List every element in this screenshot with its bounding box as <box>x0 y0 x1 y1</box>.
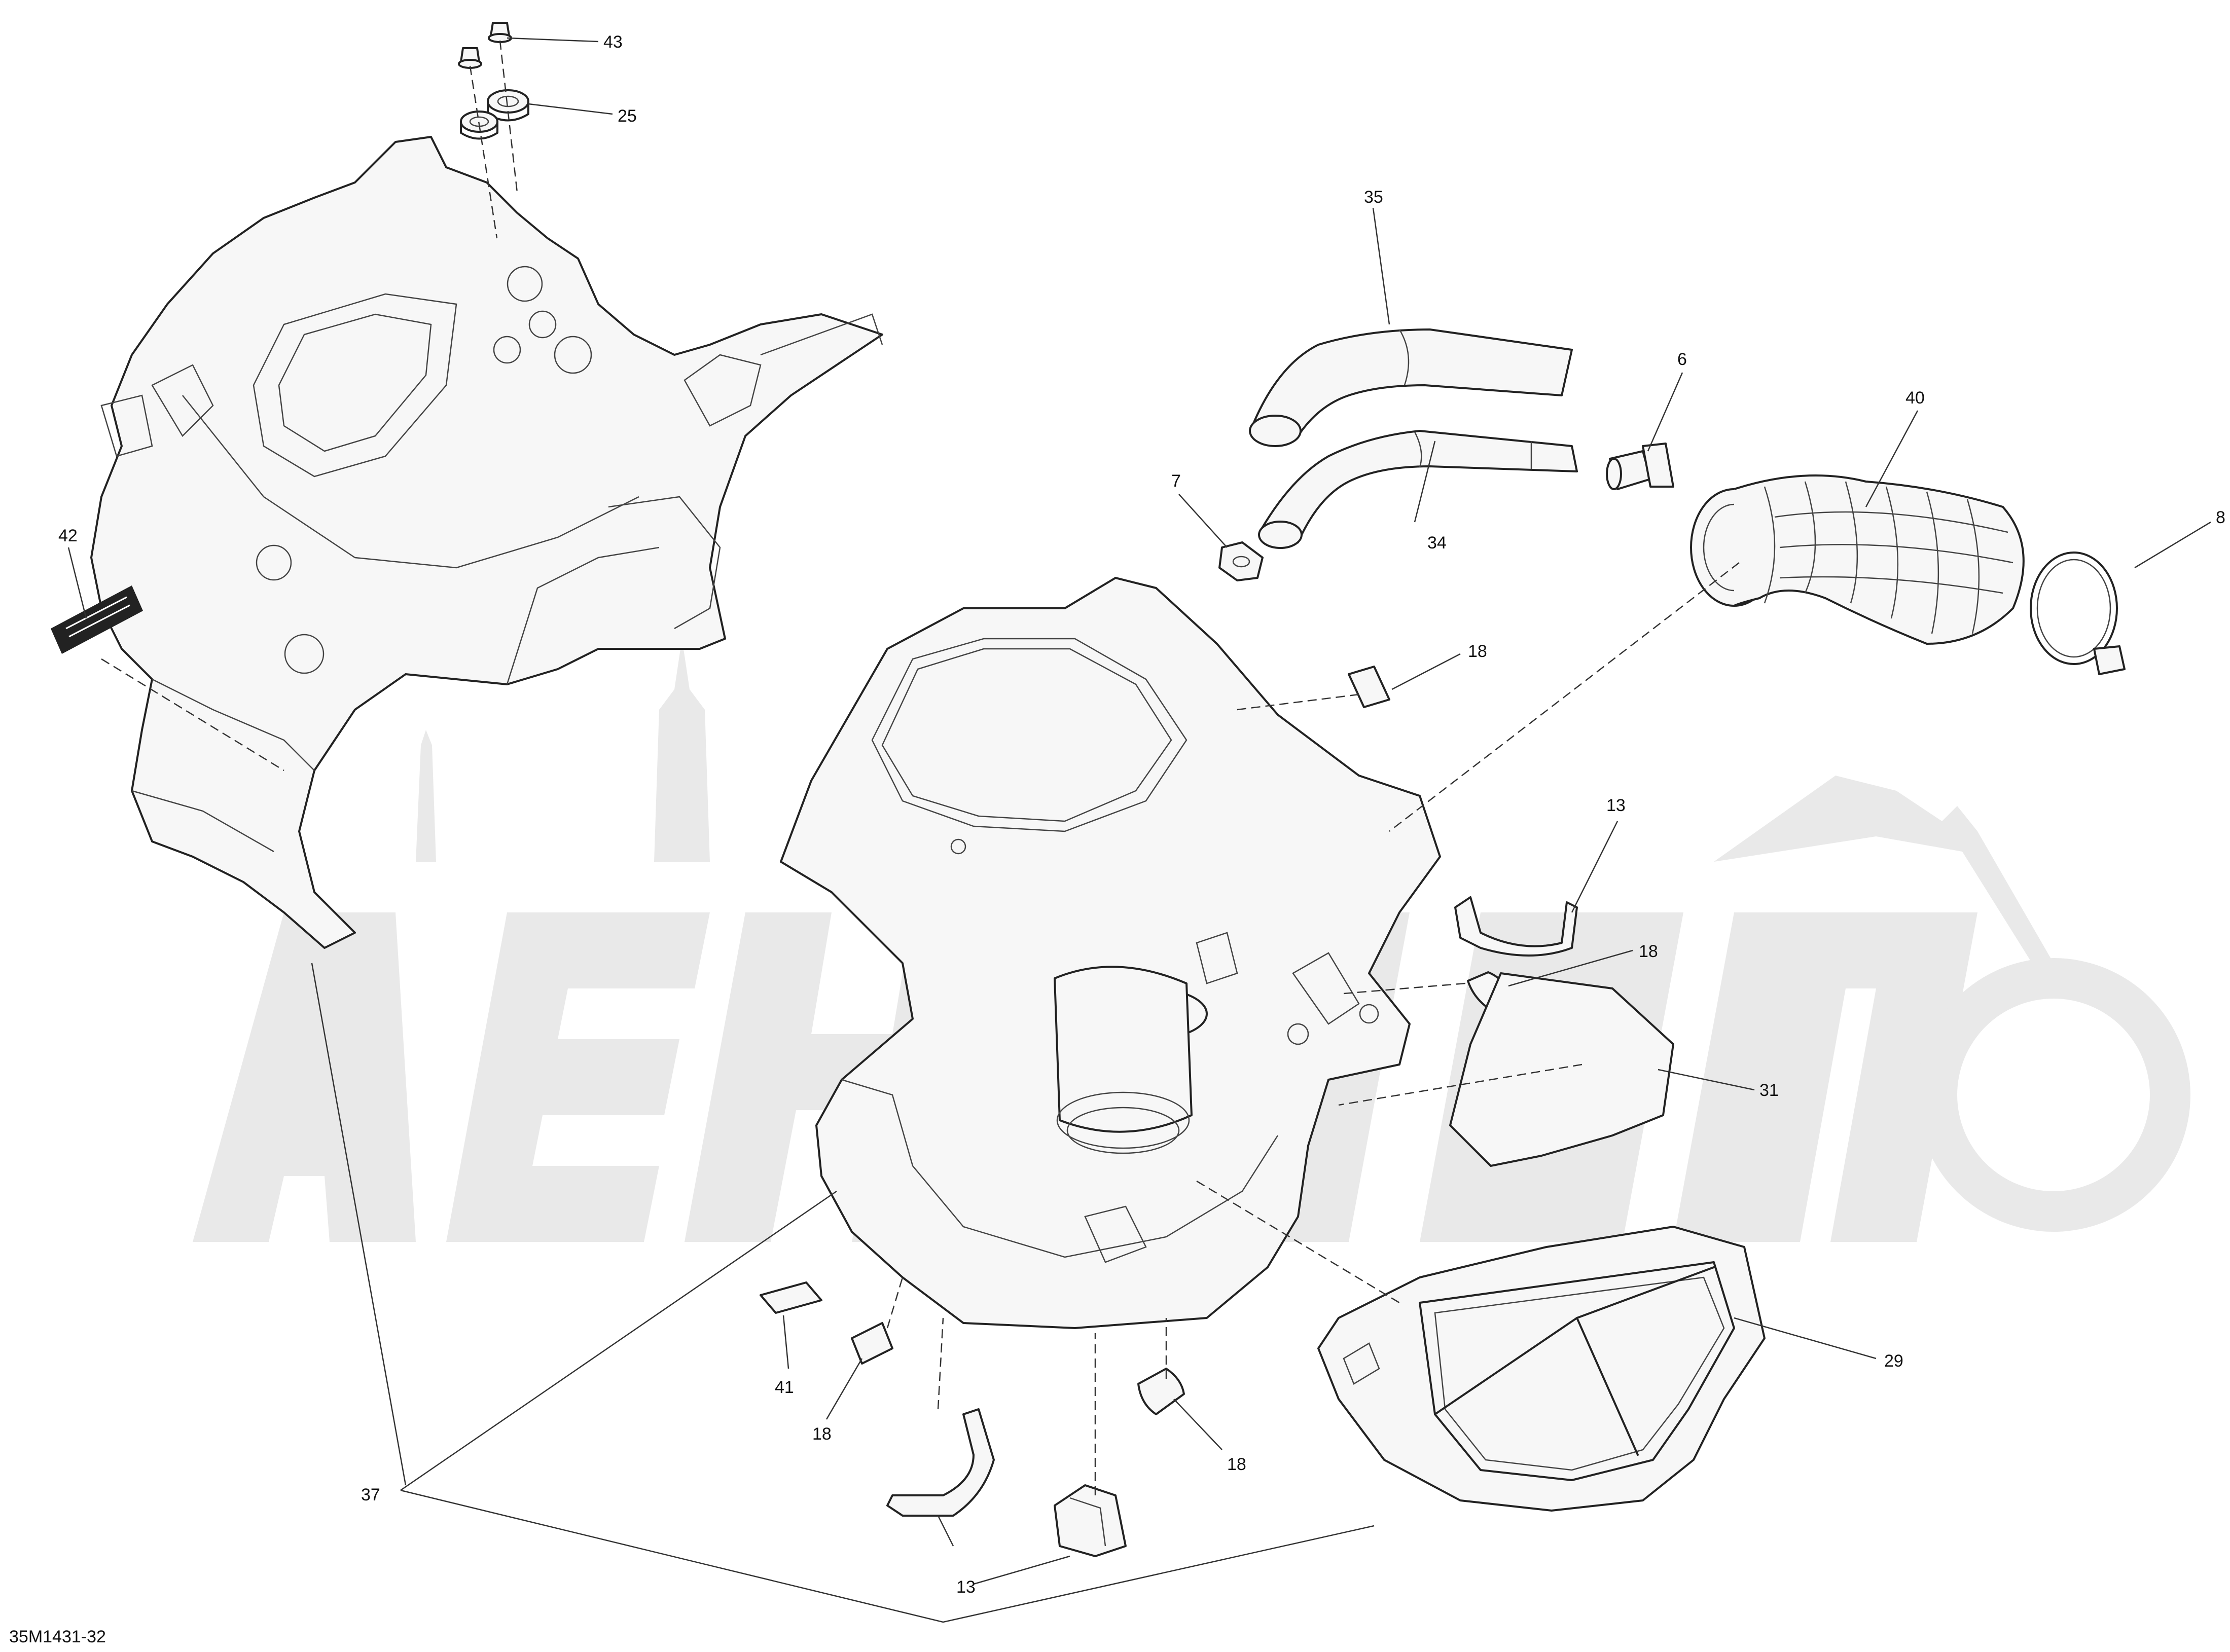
fitting-6 <box>1606 443 1674 490</box>
callout-18-c: 18 <box>812 1424 832 1444</box>
leader-lines <box>67 37 2211 1623</box>
intake-duct-40 <box>1690 474 2025 645</box>
air-intake-frame-upper <box>90 136 883 949</box>
clip-7 <box>1218 541 1264 581</box>
callout-42: 42 <box>58 526 78 545</box>
callout-29: 29 <box>1884 1351 1903 1371</box>
callout-13-b: 13 <box>956 1577 976 1597</box>
strap-13-lower-a <box>886 1408 995 1517</box>
callout-labels: 43 25 35 6 40 7 8 34 42 18 13 18 31 41 1… <box>9 32 2225 1646</box>
watermark <box>193 639 2190 1242</box>
grommets-25 <box>460 89 529 140</box>
callout-31: 31 <box>1759 1081 1779 1100</box>
hose-35 <box>1249 328 1573 447</box>
strap-13-lower-b <box>1054 1484 1127 1557</box>
clip-18-c <box>851 1322 893 1365</box>
callout-18-a: 18 <box>1468 642 1487 661</box>
callout-37: 37 <box>361 1485 380 1504</box>
strap-13-upper <box>1454 896 1578 957</box>
callout-18-d: 18 <box>1227 1455 1246 1474</box>
callout-34: 34 <box>1427 533 1447 553</box>
callout-43: 43 <box>603 32 623 52</box>
plate-31 <box>1449 972 1674 1167</box>
clip-18-d <box>1137 1368 1185 1415</box>
callout-41: 41 <box>775 1378 794 1397</box>
callout-6: 6 <box>1677 350 1687 369</box>
callout-35: 35 <box>1364 188 1383 207</box>
label-41 <box>760 1281 822 1314</box>
callout-40: 40 <box>1905 388 1925 408</box>
callout-25: 25 <box>618 106 637 126</box>
plug-caps-43 <box>458 22 512 69</box>
clamp-8 <box>2030 552 2126 675</box>
airbox-body-37 <box>780 577 1441 1329</box>
warning-label-42 <box>51 585 143 654</box>
callout-8: 8 <box>2216 508 2225 527</box>
callout-13-a: 13 <box>1606 796 1626 815</box>
figure-code: 35M1431-32 <box>9 1627 106 1646</box>
hose-34 <box>1258 430 1578 549</box>
callout-18-b: 18 <box>1639 942 1658 961</box>
air-filter-cover-29 <box>1317 1226 1766 1512</box>
assembly-lines <box>101 40 1740 1495</box>
clip-18-a <box>1348 666 1390 708</box>
callout-7: 7 <box>1171 471 1181 491</box>
